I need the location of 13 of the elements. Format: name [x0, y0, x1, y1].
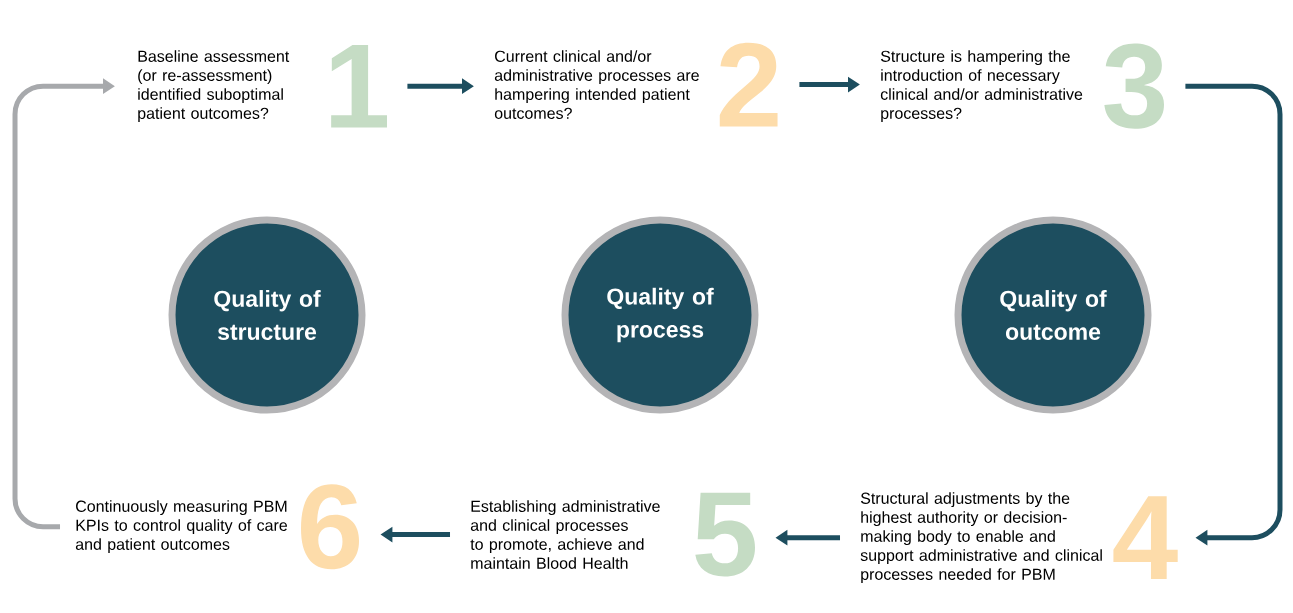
step-text: Establishing administrative and clinical processes to promote, achieve and maintain Blood Health — [470, 500, 660, 569]
arrow — [1185, 83, 1283, 546]
step-text: Continuously measuring PBM KPIs to control quality of care and patient outcomes — [75, 500, 287, 554]
step-number: 2 — [719, 42, 778, 127]
step-text: Baseline assessment (or re-assessment) identified suboptimal patient outcomes? — [138, 50, 290, 123]
step-number: 3 — [1104, 43, 1164, 129]
step-number: 4 — [1113, 496, 1178, 579]
step-text: Current clinical and/or administrative processes are hampering intended patient outcomes? — [494, 50, 699, 119]
step-number: 6 — [301, 484, 359, 570]
step-text: Structural adjustments by the highest authority or decision-making body to enable and support administrative and clinical processes needed for PBM — [860, 492, 1102, 584]
step-text: Structure is hampering the introduction of necessary clinical and/or administrative processes? — [880, 50, 1083, 123]
step-number: 5 — [695, 492, 755, 577]
step-number: 1 — [331, 44, 387, 128]
